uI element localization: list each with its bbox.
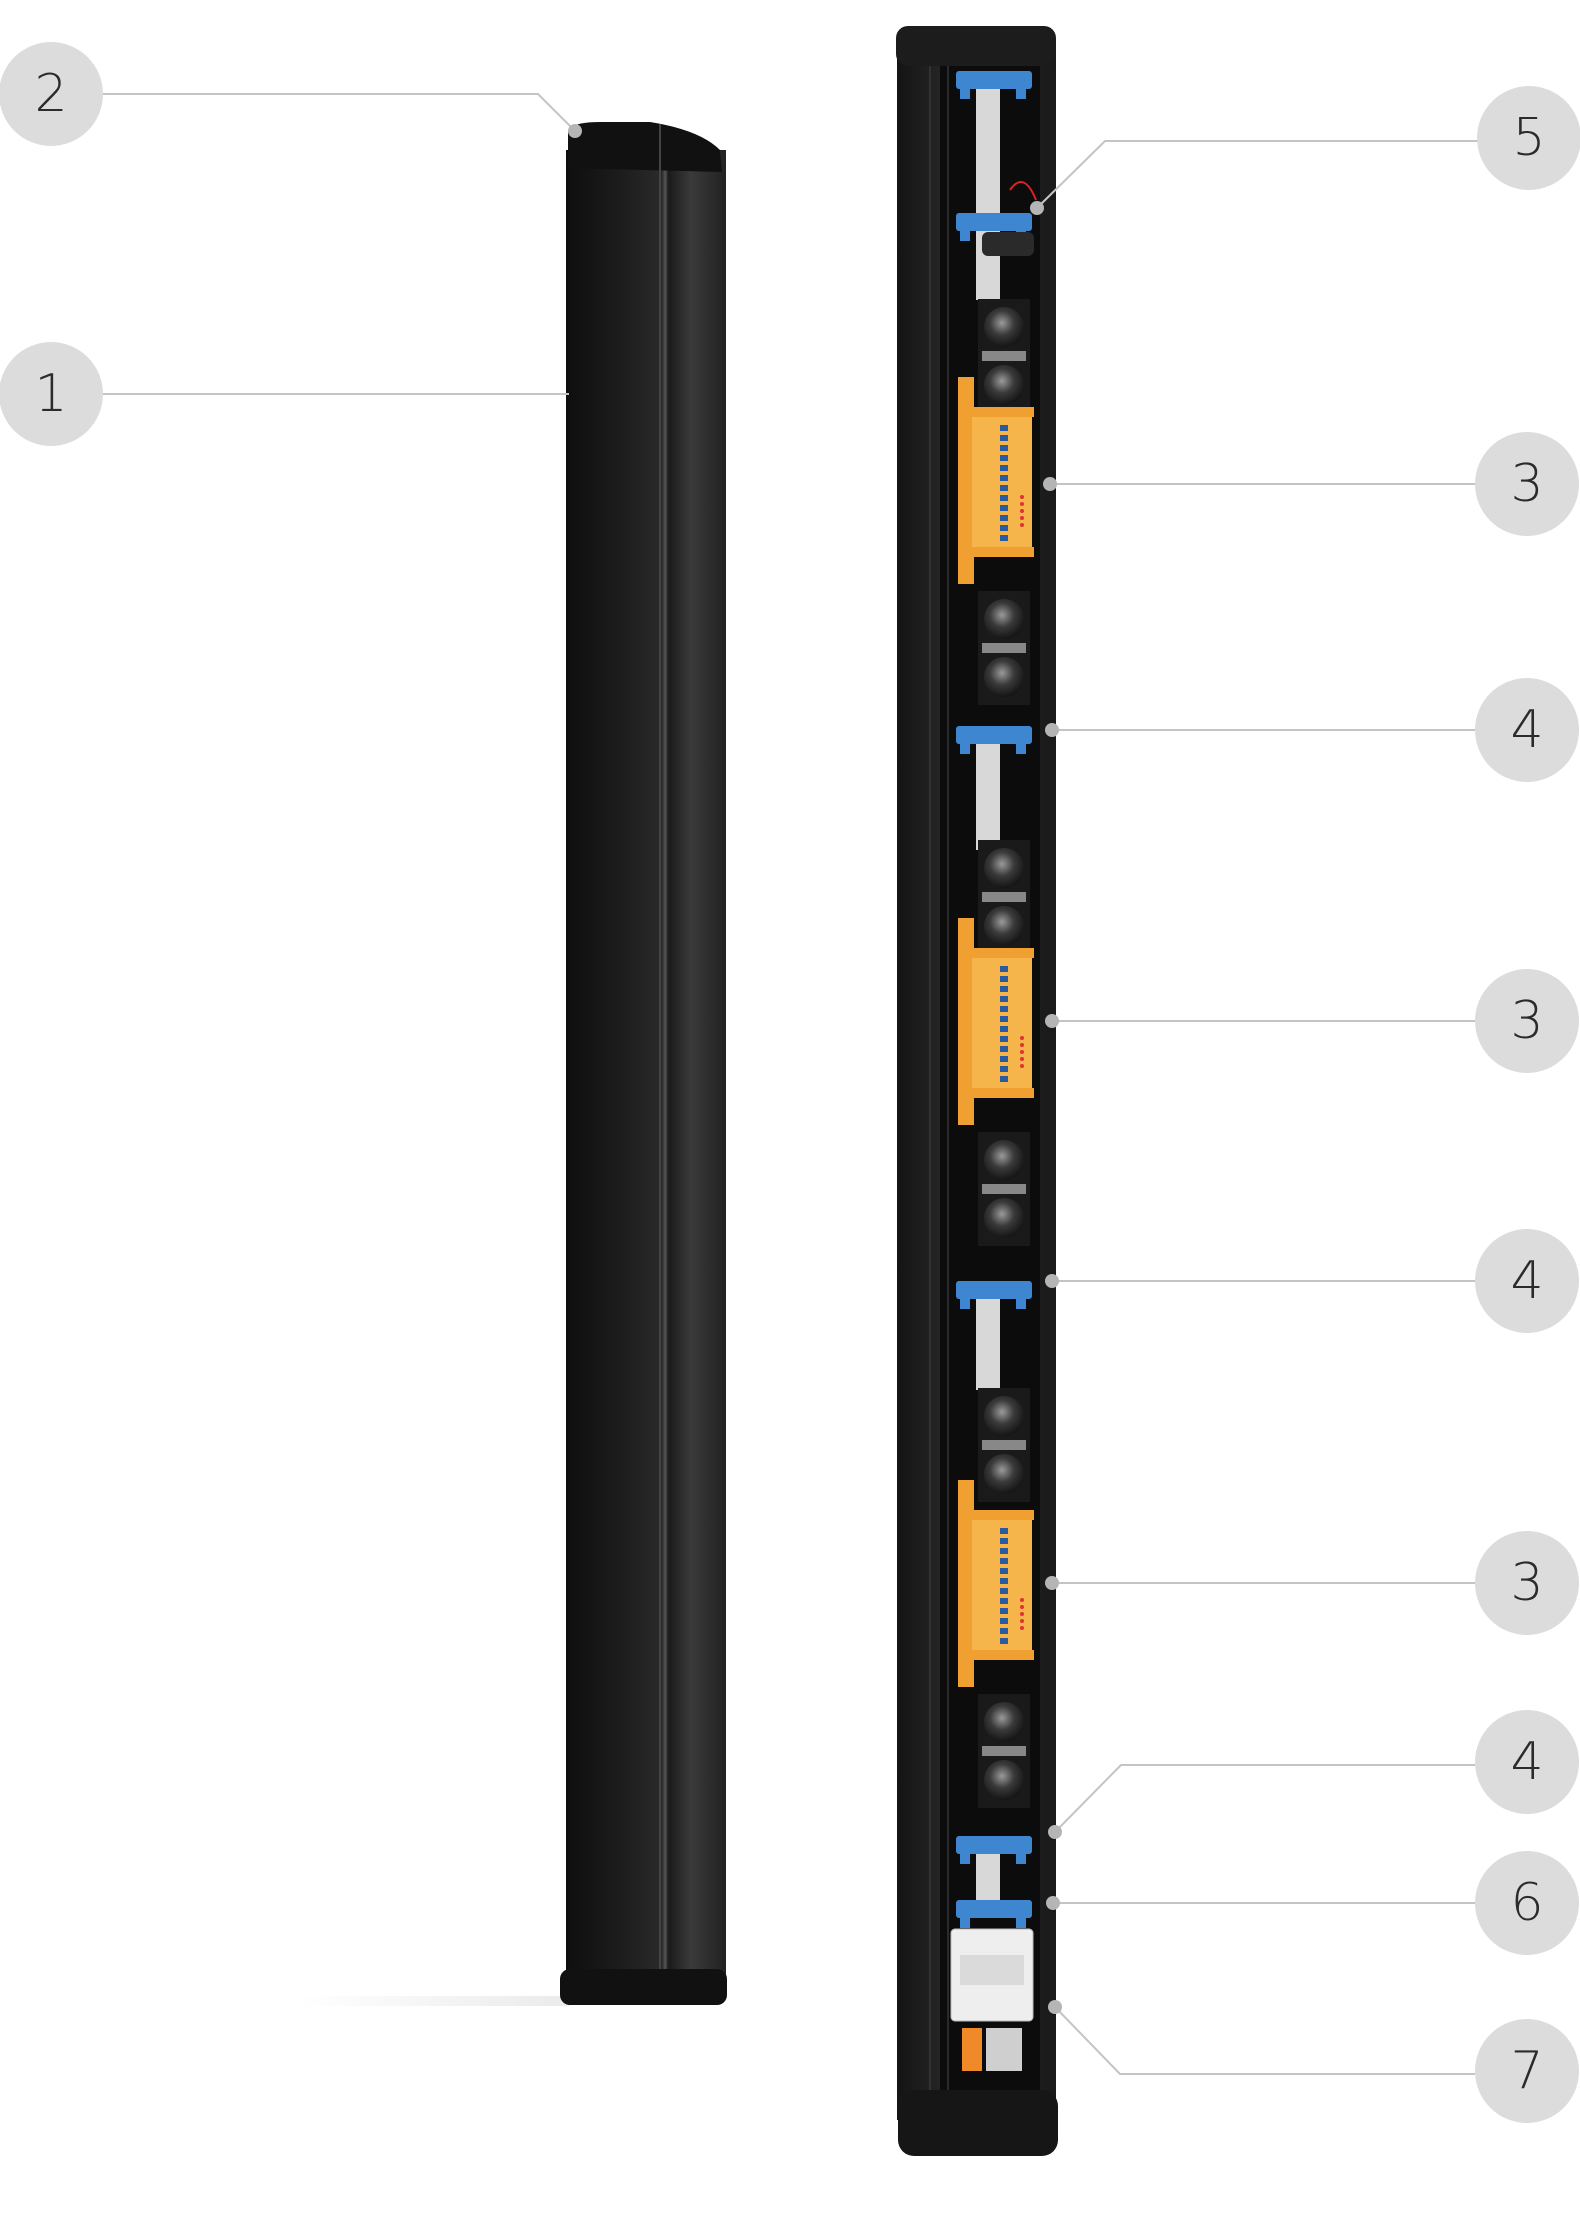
callout-c3b: 3 [1475,969,1579,1073]
callout-c4b: 4 [1475,1229,1579,1333]
leader-line [1054,1764,1475,1833]
callout-c7: 7 [1475,2019,1579,2123]
lens-module [978,591,1030,705]
anchor-dot [1043,477,1057,491]
terminal-block [962,2028,1022,2071]
mounting-bracket [956,726,1032,754]
lens-module [978,299,1030,413]
bottom-cap-open [898,2090,1058,2156]
anchor-dot [1048,2000,1062,2014]
top-cap [568,122,722,172]
heater-fan [982,232,1034,256]
mounting-bracket [956,1281,1032,1309]
anchor-dot [1046,1896,1060,1910]
callout-c4c: 4 [1475,1710,1579,1814]
callout-c6: 6 [1475,1851,1579,1955]
lens-module [978,840,1030,954]
leader-line [102,93,576,132]
lens-module [978,1132,1030,1246]
receiver-board [958,1480,1034,1687]
column-housing [566,150,726,1985]
callout-c5: 5 [1477,86,1580,190]
leader-line [1036,140,1478,209]
callout-c1: 1 [0,342,103,446]
receiver-board [958,918,1034,1125]
closed-column [300,122,727,2006]
anchor-dot [1045,723,1059,737]
open-column [896,26,1058,2156]
anchor-dot [1045,1576,1059,1590]
lens-module [978,1388,1030,1502]
top-cap-open [896,26,1056,66]
ribbon-cable [976,740,1000,850]
anchor-dot [1030,201,1044,215]
anchor-dot [1048,1825,1062,1839]
leader-line [1054,2006,1475,2075]
anchor-dot [568,124,582,138]
callout-c3a: 3 [1475,432,1579,536]
receiver-board [958,377,1034,584]
callout-c2: 2 [0,42,103,146]
power-supply [950,1928,1034,2022]
mounting-bracket [956,71,1032,99]
bottom-cap [560,1969,727,2005]
anchor-dot [1045,1014,1059,1028]
lens-module [978,1694,1030,1808]
mounting-bracket [956,1900,1032,1928]
ribbon-cable [976,1290,1000,1390]
ribbon-cable [976,1845,1000,1900]
callout-c4a: 4 [1475,678,1579,782]
anchor-dot [1045,1274,1059,1288]
callout-c3c: 3 [1475,1531,1579,1635]
mounting-bracket [956,1836,1032,1864]
